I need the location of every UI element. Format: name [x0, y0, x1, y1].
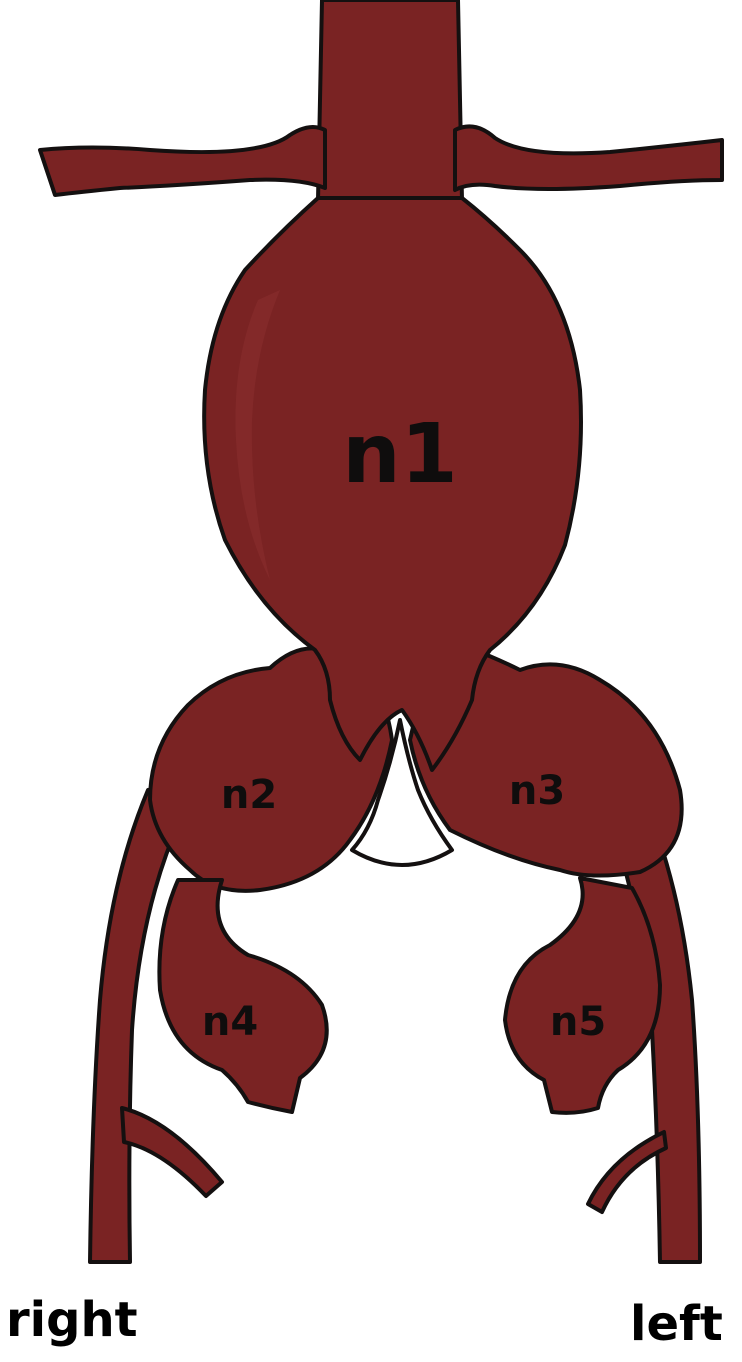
- label-n3: n3: [509, 768, 565, 814]
- label-n2: n2: [221, 772, 277, 818]
- label-n1: n1: [342, 407, 457, 502]
- upper-branch-right: [40, 127, 325, 195]
- side-label-right: right: [6, 1296, 138, 1344]
- iliac-branch-right: [90, 790, 180, 1262]
- side-label-left: left: [630, 1300, 723, 1348]
- aortic-trunk: [318, 0, 462, 200]
- side-branch-left: [588, 1132, 666, 1212]
- side-branch-right: [122, 1108, 222, 1196]
- aneurysm-n5: [505, 878, 660, 1113]
- upper-branch-left: [455, 126, 722, 190]
- label-n5: n5: [550, 999, 606, 1045]
- label-n4: n4: [202, 999, 258, 1045]
- aneurysm-n4: [159, 880, 326, 1112]
